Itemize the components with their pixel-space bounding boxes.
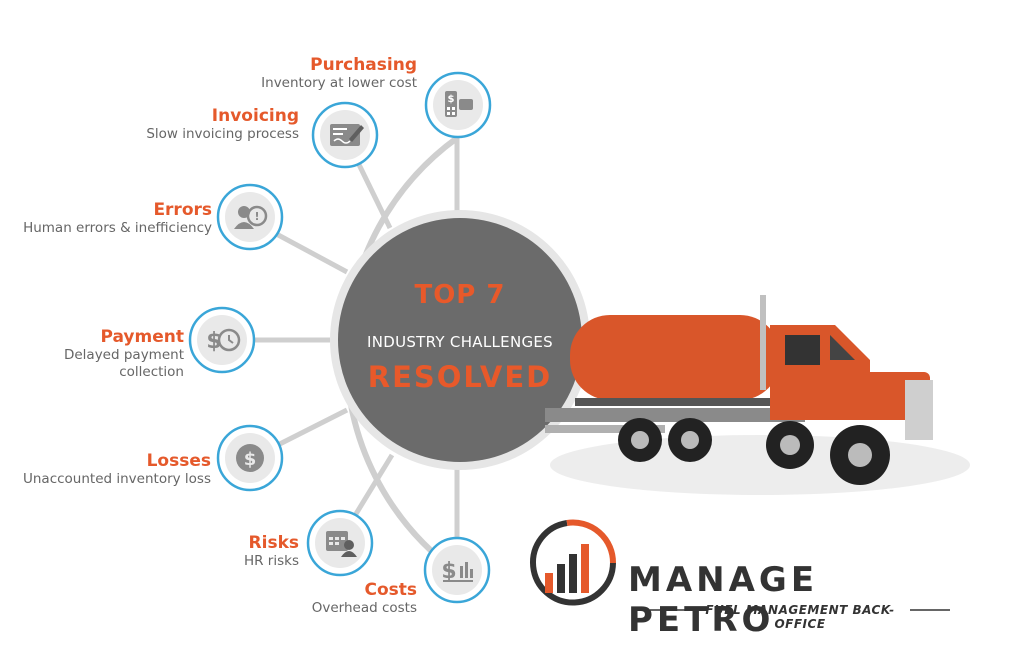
challenge-title: Payment (100, 327, 184, 347)
dollar-globe-icon: $ (216, 424, 284, 492)
svg-text:!: ! (254, 210, 259, 223)
dollar-chart-icon: $ (423, 536, 491, 604)
challenge-purchasing: Purchasing Inventory at lower cost (261, 55, 417, 92)
challenge-title: Invoicing (211, 106, 299, 126)
challenge-subtitle: Slow invoicing process (146, 126, 299, 142)
cash-register-icon: $ (424, 71, 492, 139)
challenge-payment: Payment Delayed payment collection (0, 327, 184, 381)
svg-text:$: $ (206, 329, 221, 354)
challenge-title: Purchasing (310, 55, 417, 75)
svg-text:$: $ (448, 94, 455, 105)
invoice-pen-icon (311, 101, 379, 169)
challenge-losses: Losses Unaccounted inventory loss (23, 451, 211, 488)
svg-text:$: $ (441, 559, 456, 584)
calendar-user-icon (306, 509, 374, 577)
brand-tagline: FUEL MANAGEMENT BACK-OFFICE (705, 603, 895, 631)
challenge-subtitle: HR risks (243, 553, 299, 569)
user-error-icon: ! (216, 183, 284, 251)
challenge-invoicing: Invoicing Slow invoicing process (146, 106, 299, 143)
manage-petro-logo-icon (530, 519, 617, 606)
challenge-subtitle: Human errors & inefficiency (23, 220, 212, 236)
challenge-costs: Costs Overhead costs (312, 580, 417, 617)
hub-circle (338, 218, 582, 462)
svg-text:$: $ (244, 449, 257, 470)
brand-name: MANAGE PETRO (628, 560, 819, 640)
challenge-subtitle: Inventory at lower cost (261, 75, 417, 91)
center-resolved: RESOLVED (367, 360, 553, 394)
challenge-title: Errors (153, 200, 212, 220)
center-subtitle: INDUSTRY CHALLENGES (366, 333, 553, 351)
center-title: TOP 7 (414, 280, 506, 310)
challenge-risks: Risks HR risks (244, 533, 299, 570)
challenge-title: Risks (248, 533, 299, 553)
challenge-subtitle: Overhead costs (311, 600, 417, 616)
challenge-title: Costs (364, 580, 417, 600)
challenge-subtitle: Unaccounted inventory loss (22, 471, 211, 487)
fuel-truck-image (545, 295, 970, 495)
challenge-errors: Errors Human errors & inefficiency (23, 200, 212, 237)
dollar-clock-icon: $ (188, 306, 256, 374)
challenge-subtitle: Delayed payment collection (63, 347, 184, 380)
icon-nodes: $ ! (188, 71, 492, 604)
challenge-title: Losses (146, 451, 211, 471)
